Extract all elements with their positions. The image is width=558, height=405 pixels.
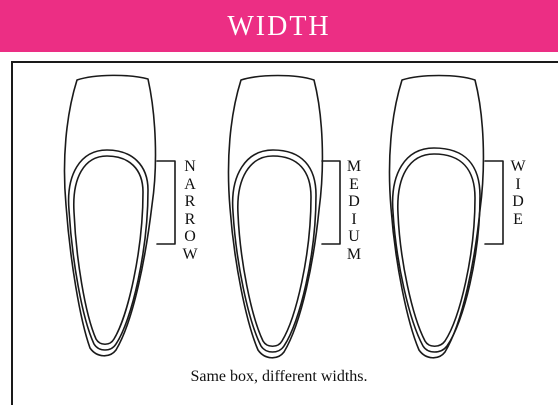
width-label-letter: D [512, 193, 524, 211]
wide-shoe-outer [389, 76, 483, 358]
wide-shoe-inner-line-2 [398, 154, 475, 346]
medium-shoe [228, 76, 322, 358]
width-label-letter: R [185, 211, 196, 229]
width-label-letter: I [515, 176, 520, 194]
width-label-letter: D [348, 193, 360, 211]
width-label-letter: O [184, 228, 196, 246]
medium-shoe-inner-line-1 [233, 150, 316, 352]
wide-bracket [485, 161, 503, 244]
narrow-shoe [64, 75, 155, 355]
width-label-letter: M [347, 246, 361, 264]
width-label-letter: E [513, 211, 523, 229]
width-label-letter: W [510, 158, 525, 176]
width-label-letter: M [347, 158, 361, 176]
width-label-letter: W [182, 246, 197, 264]
diagram-caption: Same box, different widths. [0, 368, 558, 386]
width-label-letter: R [185, 193, 196, 211]
wide-shoe-inner-line-1 [393, 148, 480, 352]
width-label-letter: A [184, 176, 196, 194]
medium-shoe-inner-line-2 [238, 156, 311, 346]
width-label-letter: U [348, 228, 360, 246]
narrow-bracket [157, 161, 175, 244]
wide-shoe [389, 76, 483, 358]
medium-shoe-outer [228, 76, 322, 358]
width-label-letter: N [184, 158, 196, 176]
width-label-letter: I [351, 211, 356, 229]
narrow-shoe-inner-line-1 [69, 150, 148, 350]
medium-bracket [322, 161, 340, 244]
width-label-letter: E [349, 176, 359, 194]
